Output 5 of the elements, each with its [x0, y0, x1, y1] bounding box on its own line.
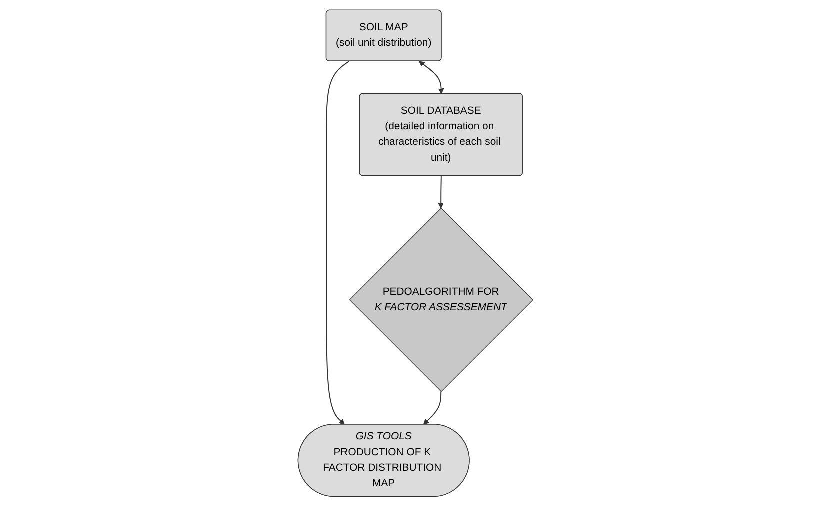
arrow [326, 60, 350, 425]
node-diamond: PEDOALGORITHM FOR K FACTOR ASSESSEMENT [350, 208, 534, 392]
arrow [424, 391, 442, 425]
arrow [438, 176, 444, 209]
arrow [419, 61, 445, 94]
